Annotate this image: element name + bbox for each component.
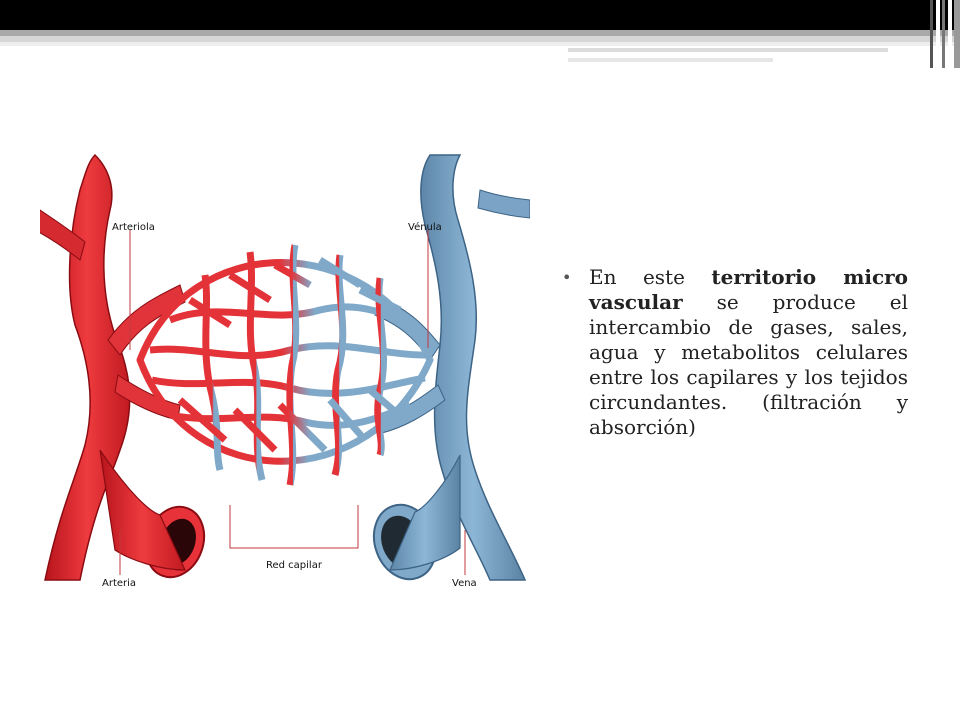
artery-branch bbox=[40, 209, 86, 261]
capillary-network-diagram: Arteriola Vénula Arteria Vena Red capila… bbox=[40, 153, 530, 589]
header-stripe bbox=[0, 42, 960, 46]
label-venula: Vénula bbox=[408, 221, 442, 233]
capillary-net bbox=[136, 244, 434, 486]
bullet-dot: • bbox=[562, 268, 572, 287]
label-vena: Vena bbox=[452, 578, 477, 589]
vein-branch bbox=[477, 189, 530, 219]
bullet-text-bold: territorio micro vascular bbox=[589, 265, 909, 314]
corner-decoration bbox=[930, 0, 960, 68]
header-stripe bbox=[0, 36, 960, 42]
label-arteria: Arteria bbox=[102, 578, 136, 589]
decor-line bbox=[568, 48, 888, 52]
bullet-item: • En este territorio micro vascular se p… bbox=[562, 265, 908, 440]
label-arteriola: Arteriola bbox=[112, 222, 155, 233]
label-lines bbox=[119, 230, 466, 575]
bullet-text-part: En este bbox=[589, 265, 712, 289]
label-red-capilar: Red capilar bbox=[266, 560, 323, 571]
vein-vessel bbox=[420, 154, 527, 581]
header-bar bbox=[0, 0, 960, 30]
bullet-text: En este territorio micro vascular se pro… bbox=[589, 265, 908, 440]
header-stripe bbox=[0, 30, 960, 36]
decor-line bbox=[568, 58, 773, 62]
bullet-text-part: se produce el intercambio de gases, sale… bbox=[589, 290, 908, 439]
